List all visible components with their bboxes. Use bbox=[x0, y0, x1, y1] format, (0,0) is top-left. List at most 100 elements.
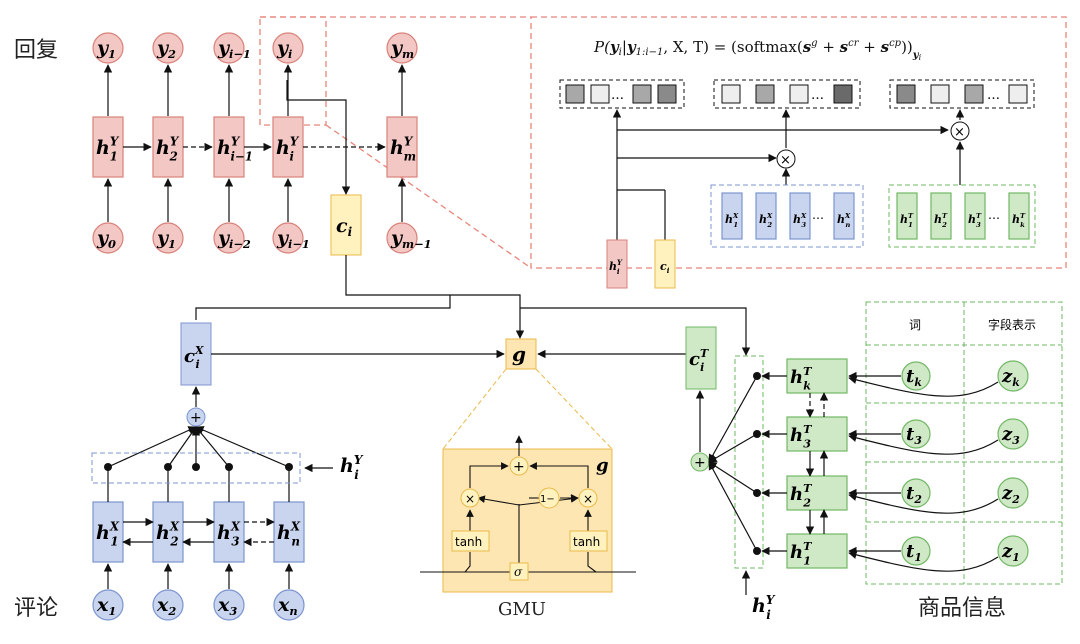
context-vector-box bbox=[330, 194, 362, 256]
panel-review-states bbox=[710, 184, 864, 248]
svg-text:yi−1: yi−1 bbox=[276, 227, 310, 251]
svg-text:1−: 1− bbox=[540, 494, 555, 505]
svg-text:hY1: hY1 bbox=[96, 134, 120, 163]
decoder-input-1: y1 bbox=[152, 222, 184, 254]
svg-text:×: × bbox=[780, 153, 791, 168]
svg-text:tanh: tanh bbox=[573, 535, 600, 549]
svg-text:hXn: hXn bbox=[277, 519, 301, 548]
svg-text:hYi: hYi bbox=[609, 258, 623, 276]
svg-text:…: … bbox=[811, 88, 824, 103]
svg-text:x2: x2 bbox=[156, 594, 176, 618]
svg-text:hT1: hT1 bbox=[900, 212, 914, 229]
product-info-label: 商品信息 bbox=[918, 596, 1006, 621]
svg-text:hYi: hYi bbox=[276, 134, 300, 163]
svg-text:×: × bbox=[465, 492, 475, 506]
svg-text:⋯: ⋯ bbox=[988, 211, 1000, 225]
svg-text:ci: ci bbox=[660, 260, 670, 275]
svg-text:σ: σ bbox=[514, 565, 523, 579]
svg-text:hX2: hX2 bbox=[156, 519, 180, 548]
svg-text:hY2: hY2 bbox=[156, 134, 180, 163]
svg-text:tanh: tanh bbox=[455, 535, 482, 549]
decoder-input-2: yi−2 bbox=[213, 222, 251, 254]
svg-text:hYm: hYm bbox=[390, 134, 416, 163]
svg-text:yi−2: yi−2 bbox=[217, 227, 251, 251]
decoder-output-2: yi−1 bbox=[213, 32, 251, 64]
decoder-output-3: yi bbox=[272, 32, 304, 64]
svg-text:hT1: hT1 bbox=[790, 540, 812, 567]
svg-text:hX1: hX1 bbox=[725, 212, 739, 229]
svg-text:⋯: ⋯ bbox=[812, 211, 824, 225]
decoder-input-3: yi−1 bbox=[272, 222, 310, 254]
svg-text:hX3: hX3 bbox=[793, 212, 807, 229]
svg-text:z3: z3 bbox=[1001, 424, 1020, 447]
svg-text:…: … bbox=[611, 88, 624, 103]
svg-text:hXn: hXn bbox=[837, 212, 851, 229]
gmu-label: GMU bbox=[498, 599, 546, 620]
panel-ci-box bbox=[654, 239, 676, 289]
svg-text:ci: ci bbox=[336, 215, 353, 239]
svg-text:yi−1: yi−1 bbox=[217, 37, 251, 61]
product-word-3: t1 bbox=[901, 536, 931, 566]
product-word-0: tk bbox=[901, 361, 931, 391]
review-states-dashed bbox=[91, 452, 301, 484]
decoder-output-4: ym bbox=[386, 32, 418, 64]
svg-text:hT3: hT3 bbox=[790, 423, 812, 450]
review-input-0: x1 bbox=[92, 589, 124, 621]
product-field-1: z3 bbox=[997, 418, 1029, 450]
product-c-box bbox=[685, 326, 717, 390]
probability-formula: P(yi|y1:i−1, X, T) = (softmax(sg + scr +… bbox=[593, 38, 922, 62]
score-vector-g: … bbox=[559, 79, 685, 109]
score-vector-cp: … bbox=[889, 79, 1035, 109]
svg-text:×: × bbox=[583, 492, 593, 506]
svg-text:hT2: hT2 bbox=[790, 482, 812, 509]
svg-text:+: + bbox=[190, 410, 202, 426]
svg-text:t2: t2 bbox=[906, 483, 922, 506]
svg-text:x3: x3 bbox=[217, 594, 237, 618]
svg-text:hX2: hX2 bbox=[759, 212, 773, 229]
multiply-node-cr bbox=[776, 149, 796, 169]
product-field-3: z1 bbox=[997, 535, 1029, 567]
svg-text:hTk: hTk bbox=[1012, 212, 1026, 229]
decoder-output-1: y2 bbox=[152, 32, 184, 64]
multiply-node-cp bbox=[950, 121, 970, 141]
panel-hy-box bbox=[606, 239, 628, 289]
svg-text:×: × bbox=[954, 125, 965, 140]
gmu-box: g + × × 1− tanh tanh σ bbox=[420, 435, 636, 593]
svg-text:cXi: cXi bbox=[184, 344, 204, 371]
svg-text:ym: ym bbox=[390, 37, 414, 61]
review-input-2: x3 bbox=[213, 589, 245, 621]
product-field-0: zk bbox=[997, 360, 1029, 392]
field-header: 字段表示 bbox=[988, 317, 1036, 332]
attention-panel bbox=[530, 16, 1067, 269]
svg-text:cTi: cTi bbox=[689, 347, 709, 374]
svg-text:hT3: hT3 bbox=[968, 212, 982, 229]
product-field-2: z2 bbox=[997, 477, 1029, 509]
svg-text:hT2: hT2 bbox=[934, 212, 948, 229]
svg-text:t3: t3 bbox=[906, 424, 922, 447]
svg-text:x1: x1 bbox=[96, 594, 116, 618]
svg-text:+: + bbox=[694, 455, 706, 471]
svg-text:z1: z1 bbox=[1001, 541, 1020, 564]
decoder-output-0: y1 bbox=[92, 32, 124, 64]
product-word-2: t2 bbox=[901, 478, 931, 508]
review-input-1: x2 bbox=[152, 589, 184, 621]
svg-text:ym−1: ym−1 bbox=[390, 227, 432, 251]
product-word-1: t3 bbox=[901, 419, 931, 449]
